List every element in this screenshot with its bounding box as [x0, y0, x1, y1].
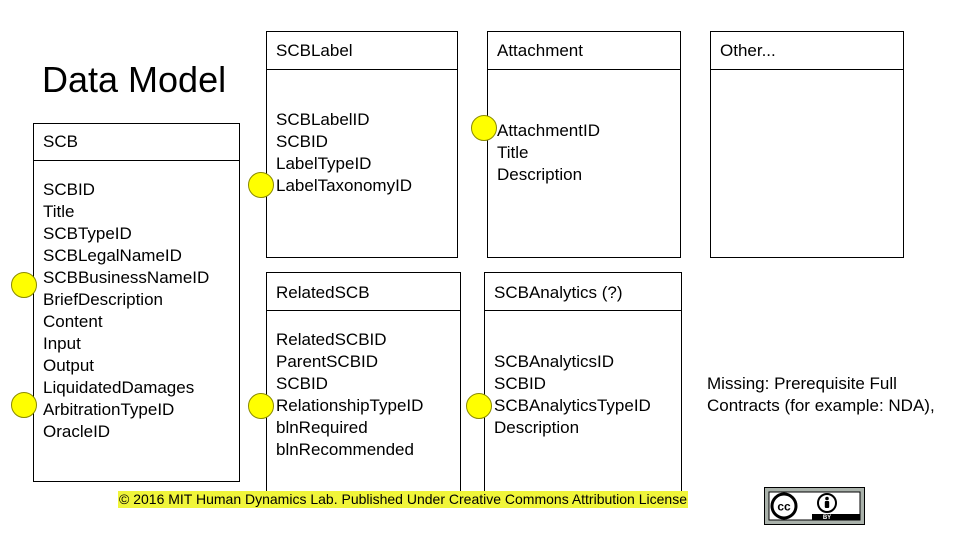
- fk-marker-arbitrationtypeid: [11, 392, 37, 418]
- slide-title: Data Model: [42, 59, 227, 100]
- by-label: BY: [823, 515, 831, 521]
- cc-by-license-badge: cc BY: [764, 487, 865, 525]
- field-labeltypeid: LabelTypeID: [276, 154, 372, 173]
- field-labeltaxonomyid: LabelTaxonomyID: [276, 176, 413, 195]
- field-input: Input: [43, 334, 81, 353]
- cc-icon: [770, 492, 798, 520]
- entity-scblabel: SCBLabel SCBLabelID SCBID LabelTypeID La…: [266, 31, 458, 258]
- fk-marker-labeltaxonomyid: [248, 172, 274, 198]
- entity-scb-fields: SCBID Title SCBTypeID SCBLegalNameID SCB…: [43, 179, 239, 443]
- field-title: Title: [43, 202, 75, 221]
- entity-attachment: Attachment AttachmentID Title Descriptio…: [487, 31, 681, 258]
- entity-scbanalytics-header: SCBAnalytics (?): [485, 273, 681, 311]
- field-output: Output: [43, 356, 95, 375]
- field-scbid: SCBID: [494, 374, 546, 393]
- entity-scbanalytics: SCBAnalytics (?) SCBAnalyticsID SCBID SC…: [484, 272, 682, 502]
- cc-icon-label: cc: [777, 500, 791, 514]
- entity-scb: SCB SCBID Title SCBTypeID SCBLegalNameID…: [33, 123, 240, 482]
- field-attachmentid: AttachmentID: [497, 121, 600, 140]
- fk-marker-scbbusinessnameid: [11, 272, 37, 298]
- field-description: Description: [494, 418, 580, 437]
- missing-note-line-1: Missing: Prerequisite Full: [707, 374, 897, 393]
- license-text: © 2016 MIT Human Dynamics Lab. Published…: [118, 491, 688, 508]
- field-relatedscbid: RelatedSCBID: [276, 330, 387, 349]
- field-scbanalyticsid: SCBAnalyticsID: [494, 352, 614, 371]
- fk-marker-relationshiptypeid: [248, 393, 274, 419]
- field-scbid: SCBID: [43, 180, 95, 199]
- field-scbtypeid: SCBTypeID: [43, 224, 132, 243]
- field-briefdescription: BriefDescription: [43, 290, 163, 309]
- entity-other: Other...: [710, 31, 904, 258]
- field-scbbusinessnameid: SCBBusinessNameID: [43, 268, 210, 287]
- fk-marker-attachmentid: [471, 115, 497, 141]
- field-scblabelid: SCBLabelID: [276, 110, 370, 129]
- entity-relatedscb-header: RelatedSCB: [267, 273, 460, 311]
- field-description: Description: [497, 165, 583, 184]
- field-blnrecommended: blnRecommended: [276, 440, 414, 459]
- field-liquidateddamages: LiquidatedDamages: [43, 378, 195, 397]
- field-blnrequired: blnRequired: [276, 418, 368, 437]
- entity-other-header: Other...: [711, 32, 903, 70]
- field-arbitrationtypeid: ArbitrationTypeID: [43, 400, 175, 419]
- cc-by-logo: cc BY: [768, 491, 861, 521]
- entity-attachment-header: Attachment: [488, 32, 680, 70]
- entity-attachment-fields: AttachmentID Title Description: [497, 120, 680, 186]
- field-oracleid: OracleID: [43, 422, 111, 441]
- field-title: Title: [497, 143, 529, 162]
- field-relationshiptypeid: RelationshipTypeID: [276, 396, 424, 415]
- entity-scbanalytics-fields: SCBAnalyticsID SCBID SCBAnalyticsTypeID …: [494, 351, 681, 439]
- entity-scblabel-header: SCBLabel: [267, 32, 457, 70]
- fk-marker-scbanalyticstypeid: [466, 393, 492, 419]
- field-scbid: SCBID: [276, 132, 328, 151]
- field-scbid: SCBID: [276, 374, 328, 393]
- field-scblegalnameid: SCBLegalNameID: [43, 246, 182, 265]
- entity-relatedscb-fields: RelatedSCBID ParentSCBID SCBID Relations…: [276, 329, 460, 461]
- entity-relatedscb: RelatedSCB RelatedSCBID ParentSCBID SCBI…: [266, 272, 461, 502]
- field-content: Content: [43, 312, 103, 331]
- field-parentscbid: ParentSCBID: [276, 352, 379, 371]
- entity-scblabel-fields: SCBLabelID SCBID LabelTypeID LabelTaxono…: [276, 109, 457, 197]
- field-scbanalyticstypeid: SCBAnalyticsTypeID: [494, 396, 651, 415]
- missing-note: Missing: Prerequisite Full Contracts (fo…: [707, 373, 935, 417]
- missing-note-line-2: Contracts (for example: NDA),: [707, 396, 935, 415]
- entity-scb-header: SCB: [34, 124, 239, 161]
